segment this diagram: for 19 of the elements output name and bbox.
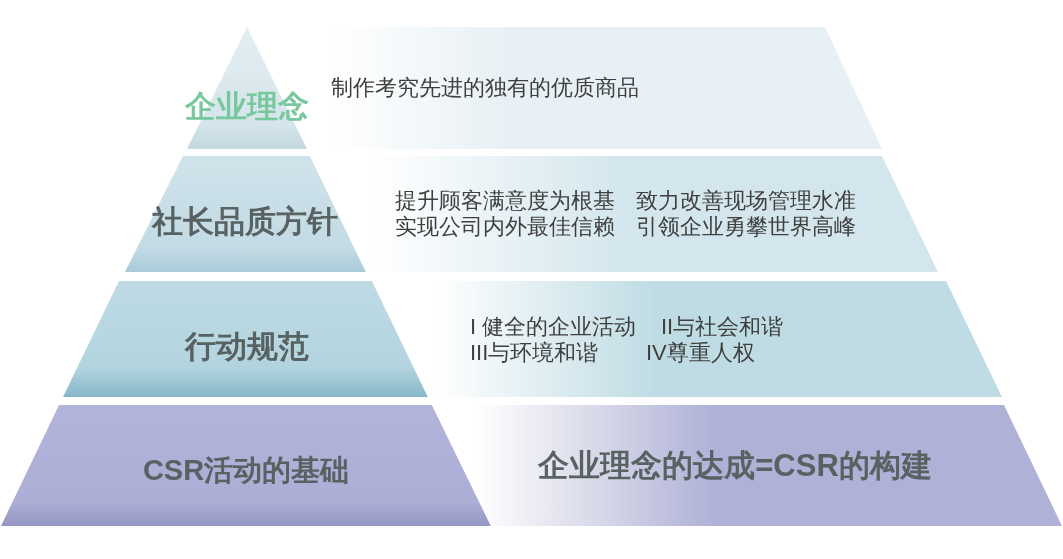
tier-title: 社长品质方针: [152, 203, 338, 241]
banner-band: [432, 405, 1062, 526]
principle-text: 提升顾客满意度为根基: [395, 188, 615, 214]
pyramid-apex: [184, 27, 310, 149]
pyramid-tier: [1, 405, 491, 526]
principle-text: II与社会和谐: [661, 314, 784, 340]
pyramid-tier: [63, 281, 428, 397]
principle-text: 制作考究先进的独有的优质商品: [331, 75, 639, 101]
principle-text: III与环境和谐: [470, 340, 599, 366]
principle-text: 实现公司内外最佳信赖: [395, 214, 615, 240]
tier-title: 企业理念: [185, 88, 309, 126]
principle-text: 致力改善现场管理水准: [636, 188, 856, 214]
principle-text: I 健全的企业活动: [470, 314, 637, 340]
tier-title: 行动规范: [185, 328, 309, 366]
principle-text: IV尊重人权: [646, 340, 755, 366]
principle-text: 引领企业勇攀世界高峰: [636, 214, 856, 240]
band-title: 企业理念的达成=CSR的构建: [538, 447, 932, 485]
tier-title: CSR活动的基础: [142, 452, 350, 488]
banner-band: [372, 281, 1002, 397]
